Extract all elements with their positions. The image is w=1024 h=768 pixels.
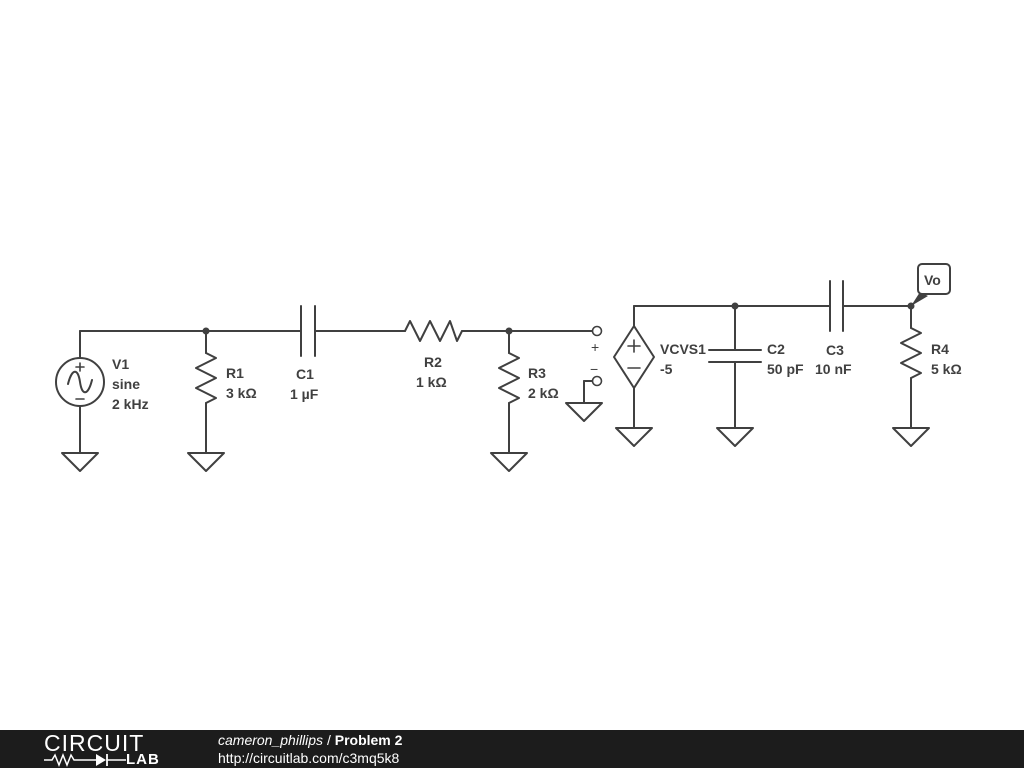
probe-label: Vo [924, 272, 941, 288]
wire-output-top [633, 305, 912, 327]
ground-icon [490, 452, 528, 472]
logo-text-lab: LAB [126, 751, 160, 768]
schematic-canvas: V1 sine 2 kHz R1 3 kΩ C1 1 µF R2 1 kΩ R3… [55, 263, 962, 472]
r4-name-label: R4 [931, 341, 949, 357]
vcvs1-dependent-source[interactable]: VCVS1 -5 [613, 325, 706, 447]
r2-value-label: 1 kΩ [416, 374, 447, 390]
r1-name-label: R1 [226, 365, 244, 381]
c1-name-label: C1 [296, 366, 314, 382]
ground-icon [615, 427, 653, 447]
footer-bar: CIRCUIT LAB cameron_phillips / Problem 2… [0, 730, 1024, 768]
wire-input-top [79, 330, 593, 359]
logo-circuit-glyph-icon [44, 753, 126, 767]
v1-type-label: sine [112, 376, 140, 392]
author-link[interactable]: cameron_phillips [218, 732, 324, 748]
ground-icon [187, 452, 225, 472]
r1-value-label: 3 kΩ [226, 385, 257, 401]
r1-resistor[interactable]: R1 3 kΩ [187, 330, 257, 472]
v1-sine-source[interactable]: V1 sine 2 kHz [55, 356, 149, 472]
ground-icon [61, 452, 99, 472]
control-terminals: + − [565, 325, 603, 422]
ground-icon [565, 402, 603, 422]
vcvs1-name-label: VCVS1 [660, 341, 706, 357]
ground-icon [892, 427, 930, 447]
r3-value-label: 2 kΩ [528, 385, 559, 401]
c3-capacitor[interactable]: C3 10 nF [815, 280, 852, 377]
c1-capacitor[interactable]: C1 1 µF [290, 305, 319, 402]
v1-name-label: V1 [112, 356, 129, 372]
r2-name-label: R2 [424, 354, 442, 370]
c3-value-label: 10 nF [815, 361, 852, 377]
logo-text-circuit: CIRCUIT [44, 730, 145, 756]
c1-value-label: 1 µF [290, 386, 319, 402]
r3-name-label: R3 [528, 365, 546, 381]
plus-terminal-label: + [591, 339, 599, 355]
r3-resistor[interactable]: R3 2 kΩ [490, 330, 559, 472]
r4-value-label: 5 kΩ [931, 361, 962, 377]
credit-separator: / [323, 732, 335, 748]
r2-resistor[interactable]: R2 1 kΩ [404, 320, 463, 390]
v1-freq-label: 2 kHz [112, 396, 149, 412]
minus-terminal-label: − [590, 361, 598, 377]
c3-name-label: C3 [826, 342, 844, 358]
vo-voltage-probe[interactable]: Vo [911, 263, 951, 306]
c2-capacitor[interactable]: C2 50 pF [708, 305, 804, 447]
project-title[interactable]: Problem 2 [334, 732, 403, 748]
c2-name-label: C2 [767, 341, 785, 357]
probe-pointer-icon [911, 292, 928, 306]
vcvs1-gain-label: -5 [660, 361, 673, 377]
circuit-url-link[interactable]: http://circuitlab.com/c3mq5k8 [218, 750, 400, 766]
ground-icon [716, 427, 754, 447]
r4-resistor[interactable]: R4 5 kΩ [892, 305, 962, 447]
c2-value-label: 50 pF [767, 361, 804, 377]
credit-line: cameron_phillips / Problem 2 [218, 732, 402, 749]
